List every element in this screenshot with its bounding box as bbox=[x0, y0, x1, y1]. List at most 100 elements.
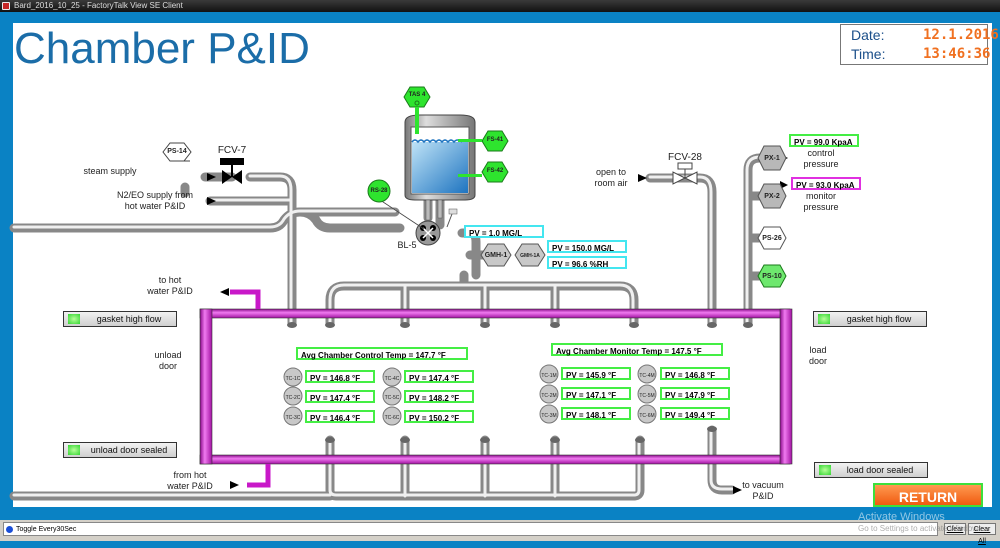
arrow-steam-supply bbox=[207, 173, 216, 181]
tc-tag: TC-4M bbox=[639, 373, 655, 379]
tc-tag: TC-3C bbox=[285, 415, 301, 421]
arrow-open-to-room-air bbox=[638, 174, 647, 182]
tc-tag: TC-1M bbox=[541, 373, 557, 379]
from-hot-water-label: from hot water P&ID bbox=[167, 470, 213, 491]
px2-tag: PX-2 bbox=[764, 193, 780, 200]
ps26-tag: PS-26 bbox=[762, 235, 782, 242]
info-icon bbox=[6, 526, 13, 533]
load-door-label: load door bbox=[808, 345, 827, 366]
to-vacuum-label: to vacuum P&ID bbox=[742, 480, 784, 501]
tc-tag: TC-6C bbox=[384, 415, 400, 421]
avg-monitor-temp: Avg Chamber Monitor Temp = 147.5 °F bbox=[551, 343, 723, 356]
unload-door-sealed-indicator[interactable]: unload door sealed bbox=[63, 442, 177, 458]
pv-rh: PV = 96.6 %RH bbox=[547, 256, 627, 269]
gmh1a-tag: GMH-1A bbox=[520, 253, 540, 259]
fcv28-label: FCV-28 bbox=[668, 152, 702, 163]
pv-mgl-1: PV = 1.0 MG/L bbox=[464, 225, 544, 238]
date-value: 12.1.2016 bbox=[923, 27, 999, 43]
pv-tc-4c: PV = 147.4 °F bbox=[404, 370, 474, 383]
window-titlebar: Bard_2016_10_25 - FactoryTalk View SE Cl… bbox=[0, 0, 1000, 12]
tc-tag: TC-5M bbox=[639, 393, 655, 399]
gasket-high-flow-right-indicator[interactable]: gasket high flow bbox=[813, 311, 927, 327]
n2eo-supply-label: N2/EO supply from hot water P&ID bbox=[116, 190, 194, 211]
pv-mgl-150: PV = 150.0 MG/L bbox=[547, 240, 627, 253]
return-button[interactable]: RETURN bbox=[873, 483, 983, 507]
pv-tc-2m: PV = 147.1 °F bbox=[561, 387, 631, 400]
app-icon bbox=[2, 2, 10, 10]
pv-tc-3m: PV = 148.1 °F bbox=[561, 407, 631, 420]
gmh1-tag: GMH-1 bbox=[484, 252, 508, 259]
instrument-tas4[interactable] bbox=[403, 86, 431, 134]
diagnostics-bar: Toggle Every30Sec Clear Clear All bbox=[0, 520, 1000, 545]
instrument-ps14[interactable] bbox=[162, 142, 192, 162]
pv-tc-1c: PV = 146.8 °F bbox=[305, 370, 375, 383]
to-hot-water-label: to hot water P&ID bbox=[147, 275, 193, 296]
pv-tc-6m: PV = 149.4 °F bbox=[660, 407, 730, 420]
monitor-pressure-label: monitor pressure bbox=[803, 191, 839, 212]
date-label: Date: bbox=[851, 27, 885, 43]
pv-tc-5c: PV = 148.2 °F bbox=[404, 390, 474, 403]
steam-supply-label: steam supply bbox=[83, 166, 137, 176]
ps14-tag: PS-14 bbox=[167, 148, 187, 155]
watermark-line1: Activate Windows bbox=[858, 511, 945, 523]
process-pipes bbox=[9, 153, 773, 501]
instrument-ps10[interactable] bbox=[757, 264, 787, 288]
instrument-rs28[interactable] bbox=[367, 179, 391, 203]
activate-windows-watermark: Activate Windows Go to Settings to activ… bbox=[858, 511, 984, 535]
rs28-tag: RS-28 bbox=[370, 188, 388, 194]
status-led-icon bbox=[819, 465, 831, 475]
fcv-7-valve[interactable] bbox=[220, 158, 244, 184]
watermark-line2: Go to Settings to activate Windows. bbox=[858, 524, 985, 533]
status-led-icon bbox=[818, 314, 830, 324]
indicator-label: gasket high flow bbox=[96, 314, 162, 324]
tc-tag: TC-2M bbox=[541, 393, 557, 399]
indicator-label: load door sealed bbox=[846, 465, 914, 475]
clear-button[interactable]: Clear bbox=[944, 523, 966, 535]
tc-sensor-circles bbox=[283, 364, 657, 426]
gasket-high-flow-left-indicator[interactable]: gasket high flow bbox=[63, 311, 177, 327]
time-value: 13:46:36 bbox=[923, 46, 991, 62]
indicator-label: unload door sealed bbox=[90, 445, 168, 455]
tc-tag: TC-2C bbox=[285, 395, 301, 401]
fcv7-label: FCV-7 bbox=[217, 145, 247, 156]
tc-tag: TC-6M bbox=[639, 413, 655, 419]
tc-tag: TC-3M bbox=[541, 413, 557, 419]
time-label: Time: bbox=[851, 46, 886, 62]
ps10-tag: PS-10 bbox=[762, 273, 782, 280]
sterilizer-tank bbox=[404, 114, 476, 221]
instrument-px2[interactable] bbox=[757, 183, 787, 209]
pv-tc-2c: PV = 147.4 °F bbox=[305, 390, 375, 403]
instrument-ps26[interactable] bbox=[757, 226, 787, 250]
bl5-label: BL-5 bbox=[397, 240, 417, 250]
instrument-px1[interactable] bbox=[757, 145, 787, 171]
instrument-gmh1a[interactable] bbox=[514, 243, 546, 267]
window-title: Bard_2016_10_25 - FactoryTalk View SE Cl… bbox=[14, 1, 183, 10]
diagnostics-message-field[interactable]: Toggle Every30Sec bbox=[3, 522, 938, 536]
arrow-to-vacuum bbox=[733, 486, 742, 494]
blower-bl5[interactable] bbox=[379, 199, 458, 246]
fs42-tag: FS-42 bbox=[486, 168, 504, 174]
arrow-from-hot-water bbox=[230, 481, 239, 489]
indicator-label: gasket high flow bbox=[846, 314, 912, 324]
tc-tag: TC-1C bbox=[285, 376, 301, 382]
status-led-icon bbox=[68, 314, 80, 324]
datetime-panel: Date: 12.1.2016 Time: 13:46:36 bbox=[840, 24, 999, 65]
instrument-fs42[interactable] bbox=[458, 161, 509, 183]
pv-tc-3c: PV = 146.4 °F bbox=[305, 410, 375, 423]
pv-tc-4m: PV = 146.8 °F bbox=[660, 367, 730, 380]
instrument-fs41[interactable] bbox=[458, 130, 509, 152]
pv-tc-1m: PV = 145.9 °F bbox=[561, 367, 631, 380]
instrument-gmh1[interactable] bbox=[480, 243, 512, 267]
avg-control-temp: Avg Chamber Control Temp = 147.7 °F bbox=[296, 347, 468, 360]
load-door-sealed-indicator[interactable]: load door sealed bbox=[814, 462, 928, 478]
pv-px2: PV = 93.0 KpaA bbox=[791, 177, 861, 190]
hot-water-jacket bbox=[199, 289, 793, 488]
unload-door-label: unload door bbox=[154, 350, 182, 371]
arrow-n2eo-supply bbox=[207, 197, 216, 205]
tas4-tag: TAS 4 bbox=[408, 92, 426, 98]
page-title: Chamber P&ID bbox=[14, 24, 310, 73]
tc-tag: TC-5C bbox=[384, 395, 400, 401]
control-pressure-label: control pressure bbox=[803, 148, 839, 169]
arrow-to-hot-water bbox=[220, 288, 229, 296]
fcv-28-valve[interactable] bbox=[672, 162, 698, 185]
